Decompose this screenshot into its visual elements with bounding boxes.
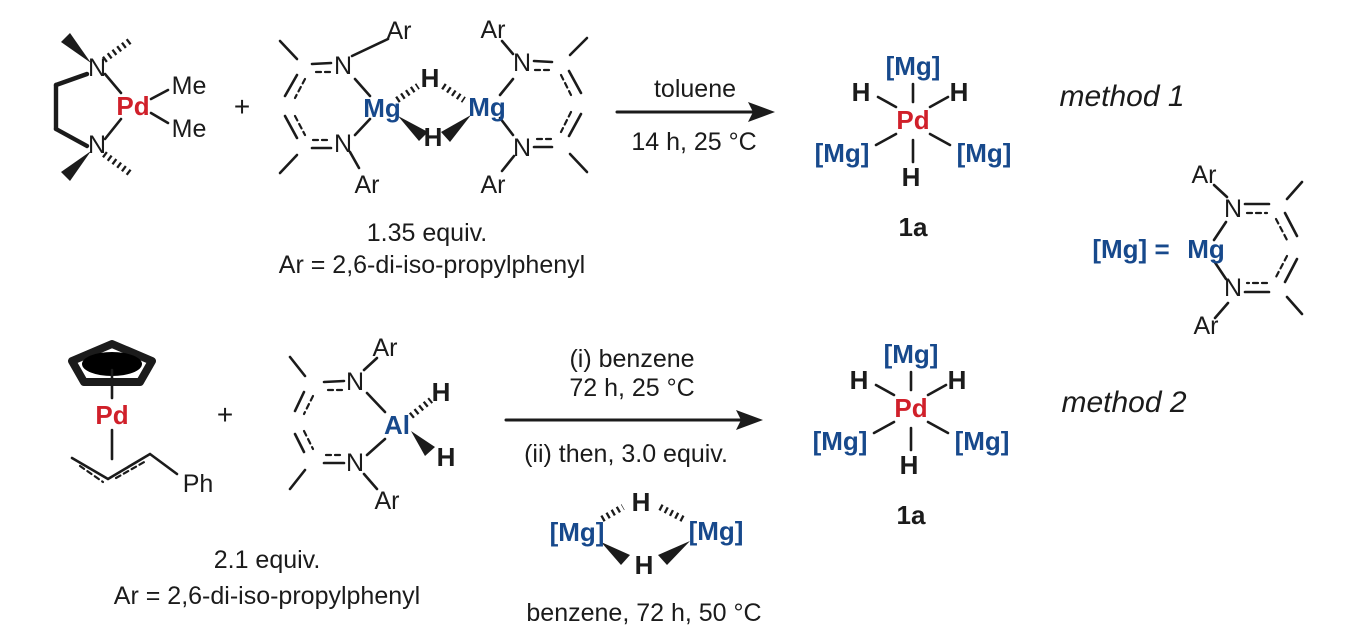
wedge-bond xyxy=(658,541,690,565)
wedge-bond xyxy=(398,116,428,141)
mg-bracket-label: [Mg] xyxy=(957,138,1012,168)
pd-label: Pd xyxy=(896,105,929,135)
pd-hydride-product-method2: Pd [Mg] [Mg] [Mg] H H H 1a xyxy=(813,339,1010,530)
pd-label: Pd xyxy=(894,393,927,423)
mg-hydride-dimer-small: [Mg] [Mg] H H xyxy=(550,487,744,580)
ar-label: Ar xyxy=(373,334,398,362)
plus-sign: + xyxy=(217,399,233,430)
pd-hydride-product-method1: Pd [Mg] [Mg] [Mg] H H H 1a xyxy=(815,51,1012,242)
conditions-above: toluene xyxy=(654,75,736,103)
hashed-bond xyxy=(395,83,420,103)
mg-bracket-label: [Mg] xyxy=(886,51,941,81)
n-label: N xyxy=(1224,274,1242,302)
mg-abbreviation-definition: [Mg] = Mg N N Ar Ar xyxy=(1092,161,1304,340)
h-label: H xyxy=(437,442,456,472)
equiv-note-method1: 1.35 equiv. xyxy=(367,219,487,247)
ar-label: Ar xyxy=(481,16,506,44)
pd-label: Pd xyxy=(116,91,149,121)
h-label: H xyxy=(432,377,451,407)
additive-conditions-note: benzene, 72 h, 50 °C xyxy=(526,599,761,627)
plus-sign: + xyxy=(234,91,250,122)
ar-label: Ar xyxy=(375,487,400,515)
wedge-bond xyxy=(601,542,630,565)
wedge-bond xyxy=(441,115,471,142)
arrowhead xyxy=(748,102,775,122)
n-label: N xyxy=(88,131,106,159)
hashed-bond xyxy=(102,151,133,177)
wedge-bond xyxy=(411,431,435,456)
allyl-backbone xyxy=(70,452,179,481)
method2-label: method 2 xyxy=(1061,386,1186,419)
hashed-bond xyxy=(408,397,434,419)
h-label: H xyxy=(950,77,969,107)
h-label: H xyxy=(902,162,921,192)
mg-bracket-equals-label: [Mg] = xyxy=(1092,234,1169,264)
pd-label: Pd xyxy=(95,400,128,430)
n-label: N xyxy=(1224,195,1242,223)
allyl-partial-bond xyxy=(114,459,148,480)
ph-label: Ph xyxy=(183,470,214,498)
h-label: H xyxy=(852,77,871,107)
mg-label: Mg xyxy=(1187,234,1225,264)
mg-bracket-label: [Mg] xyxy=(815,138,870,168)
n-label: N xyxy=(513,134,531,162)
product-id: 1a xyxy=(899,212,928,242)
n-label: N xyxy=(334,130,352,158)
hashed-bond xyxy=(600,504,625,522)
ar-definition-note-method1: Ar = 2,6-di-iso-propylphenyl xyxy=(279,251,585,279)
conditions-below: 14 h, 25 °C xyxy=(631,128,756,156)
product-id: 1a xyxy=(897,500,926,530)
wedge-bond xyxy=(61,33,91,63)
n-label: N xyxy=(88,54,106,82)
hashed-bond xyxy=(102,37,133,63)
h-label: H xyxy=(632,487,651,517)
allyl-partial-bond xyxy=(78,464,105,484)
ar-label: Ar xyxy=(387,17,412,45)
n-label: N xyxy=(334,52,352,80)
cp-aromaticity-ellipse xyxy=(82,352,142,376)
hashed-bond xyxy=(441,83,466,103)
ar-label: Ar xyxy=(1192,161,1217,189)
h-label: H xyxy=(424,122,443,152)
ar-definition-note-method2: Ar = 2,6-di-iso-propylphenyl xyxy=(114,582,420,610)
mg-label: Mg xyxy=(363,93,401,123)
mg-label: Mg xyxy=(468,92,506,122)
mg-bracket-label: [Mg] xyxy=(884,339,939,369)
mg-hydride-dimer: Mg Mg H H N N N N Ar Ar Ar Ar xyxy=(278,16,589,199)
cp-pd-cinnamyl-structure: Pd Ph xyxy=(68,340,214,498)
al-label: Al xyxy=(384,410,410,440)
reaction-arrow-method2: (i) benzene 72 h, 25 °C (ii) then, 3.0 e… xyxy=(504,345,763,468)
mg-bracket-label: [Mg] xyxy=(550,517,605,547)
conditions-above-2: 72 h, 25 °C xyxy=(569,374,694,402)
n-label: N xyxy=(346,368,364,396)
h-label: H xyxy=(421,63,440,93)
mg-bracket-label: [Mg] xyxy=(955,426,1010,456)
n-label: N xyxy=(346,449,364,477)
ar-label: Ar xyxy=(355,171,380,199)
me-label: Me xyxy=(172,115,207,143)
conditions-below: (ii) then, 3.0 equiv. xyxy=(524,440,728,468)
ar-label: Ar xyxy=(481,171,506,199)
tmeda-pdme2-structure: Pd N N Me Me xyxy=(53,33,207,181)
conditions-above-1: (i) benzene xyxy=(569,345,694,373)
n-label: N xyxy=(513,49,531,77)
h-label: H xyxy=(900,450,919,480)
arrowhead xyxy=(736,410,763,430)
al-dihydride-structure: Al N N Ar Ar H H xyxy=(288,334,456,515)
method1-label: method 1 xyxy=(1059,80,1184,113)
h-label: H xyxy=(635,550,654,580)
mg-bracket-label: [Mg] xyxy=(689,516,744,546)
h-label: H xyxy=(948,365,967,395)
hashed-bond xyxy=(658,504,685,522)
h-label: H xyxy=(850,365,869,395)
me-label: Me xyxy=(172,72,207,100)
reaction-arrow-method1: toluene 14 h, 25 °C xyxy=(615,75,775,156)
wedge-bond xyxy=(61,151,91,181)
mg-bracket-label: [Mg] xyxy=(813,426,868,456)
ar-label: Ar xyxy=(1194,312,1219,340)
equiv-note-method2: 2.1 equiv. xyxy=(214,546,321,574)
